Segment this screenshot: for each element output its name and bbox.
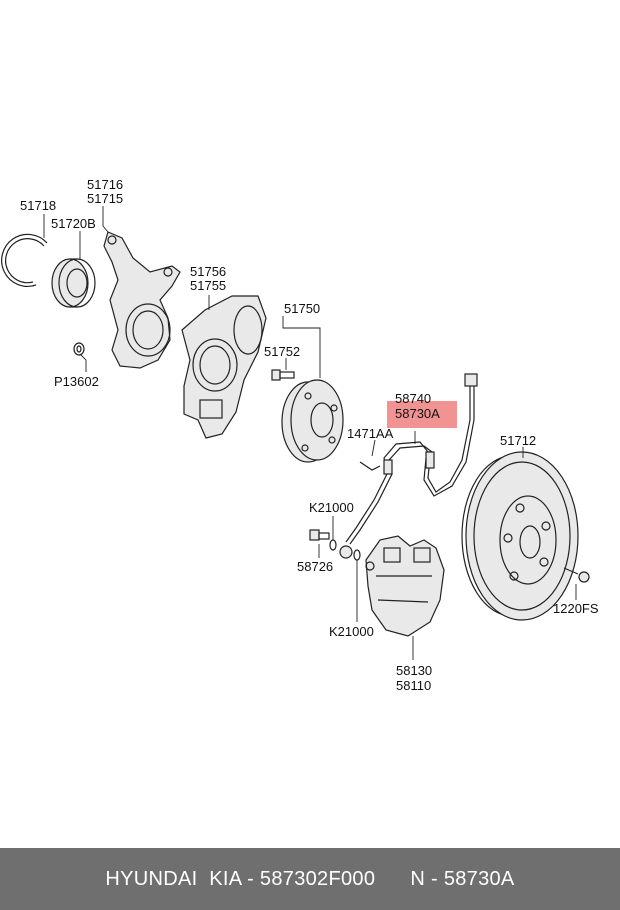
bolt-58726 xyxy=(309,529,330,541)
disc-screw xyxy=(563,567,590,583)
label-1471aa: 1471AA xyxy=(347,426,394,441)
steering-knuckle xyxy=(103,231,181,369)
label-k21000-upper: K21000 xyxy=(309,500,354,515)
label-58726: 58726 xyxy=(297,559,333,574)
wheel-hub xyxy=(281,379,344,463)
brake-hose xyxy=(345,373,478,545)
label-51712: 51712 xyxy=(500,433,536,448)
label-51752: 51752 xyxy=(264,344,300,359)
wheel-bearing xyxy=(51,258,96,308)
washer-k21000-upper xyxy=(329,539,337,551)
label-51750: 51750 xyxy=(284,301,320,316)
brake-disc xyxy=(461,451,579,621)
snap-ring xyxy=(1,233,48,287)
label-58740: 58740 xyxy=(395,391,431,406)
hub-bolt xyxy=(271,369,295,381)
label-p13602: P13602 xyxy=(54,374,99,389)
label-58110: 58110 xyxy=(396,678,431,693)
label-51715: 51715 xyxy=(87,191,123,206)
hose-clip xyxy=(359,461,381,471)
label-51756: 51756 xyxy=(190,264,226,279)
washer-p13602 xyxy=(73,342,85,356)
washer-k21000-lower xyxy=(353,549,361,561)
leader-lines xyxy=(43,206,577,660)
label-k21000-lower: K21000 xyxy=(329,624,374,639)
label-51720b: 51720B xyxy=(51,216,96,231)
label-51718: 51718 xyxy=(20,198,56,213)
highlight-box xyxy=(387,401,457,428)
dust-cover xyxy=(181,295,267,439)
footer-text: HYUNDAI KIA - 587302F000 N - 58730A xyxy=(105,867,515,890)
label-58130: 58130 xyxy=(396,663,432,678)
label-51716: 51716 xyxy=(87,177,123,192)
brake-caliper xyxy=(365,535,445,637)
brake-assembly-diagram: 51716 51715 51718 51720B 51756 51755 517… xyxy=(1,177,599,693)
banjo-bolt xyxy=(339,545,353,559)
label-1220fs: 1220FS xyxy=(553,601,599,616)
label-58730a: 58730A xyxy=(395,406,440,421)
label-51755: 51755 xyxy=(190,278,226,293)
part-number-footer: HYUNDAI KIA - 587302F000 N - 58730A xyxy=(0,848,620,910)
